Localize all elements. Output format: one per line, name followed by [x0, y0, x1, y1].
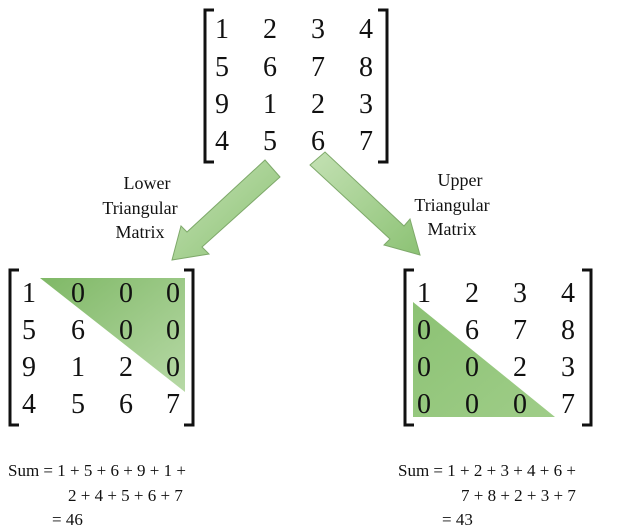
original-matrix-cell: 5: [263, 126, 277, 157]
upper-matrix-brackets: [403, 268, 593, 427]
upper-triangular-matrix: 1 2 3 4 0 6 7 8 0 0 2 3 0 0 0 7: [417, 278, 575, 420]
lower-arrow: [171, 159, 281, 261]
upper-label-line-3: Matrix: [428, 219, 477, 239]
upper-sum-line-1: Sum = 1 + 2 + 3 + 4 + 6 +: [398, 461, 576, 480]
upper-matrix-cell: 0: [465, 352, 479, 383]
upper-matrix-cell: 1: [417, 278, 431, 309]
upper-matrix-cell: 2: [513, 352, 527, 383]
lower-sum: Sum = 1 + 5 + 6 + 9 + 1 + 2 + 4 + 5 + 6 …: [8, 461, 186, 529]
lower-matrix-cell: 0: [119, 315, 133, 346]
lower-matrix-cell: 2: [119, 352, 133, 383]
lower-matrix-cell: 0: [119, 278, 133, 309]
lower-label-line-1: Lower: [124, 173, 171, 193]
lower-matrix-cell: 0: [71, 278, 85, 309]
lower-label-line-3: Matrix: [116, 222, 165, 242]
lower-matrix-cell: 9: [22, 352, 36, 383]
original-matrix-cell: 7: [359, 126, 373, 157]
original-matrix: 1 2 3 4 5 6 7 8 9 1 2 3 4 5 6 7: [215, 14, 373, 157]
original-matrix-cell: 2: [311, 89, 325, 120]
upper-matrix-cell: 8: [561, 315, 575, 346]
upper-matrix-cell: 2: [465, 278, 479, 309]
lower-sum-line-2: 2 + 4 + 5 + 6 + 7: [68, 486, 183, 505]
original-matrix-cell: 8: [359, 52, 373, 83]
upper-matrix-cell: 7: [561, 389, 575, 420]
upper-matrix-cell: 0: [465, 389, 479, 420]
original-matrix-cell: 5: [215, 52, 229, 83]
upper-matrix-cell: 0: [417, 389, 431, 420]
upper-matrix-cell: 0: [417, 315, 431, 346]
lower-matrix-cell: 6: [119, 389, 133, 420]
upper-matrix-cell: 3: [513, 278, 527, 309]
original-matrix-cell: 4: [215, 126, 229, 157]
upper-label-line-2: Triangular: [414, 195, 489, 215]
original-matrix-brackets: [203, 8, 389, 164]
upper-matrix-cell: 6: [465, 315, 479, 346]
lower-matrix-brackets: [8, 268, 195, 427]
lower-sum-line-3: = 46: [52, 510, 83, 529]
lower-matrix-cell: 1: [71, 352, 85, 383]
original-matrix-cell: 3: [359, 89, 373, 120]
lower-matrix-cell: 4: [22, 389, 36, 420]
upper-sum: Sum = 1 + 2 + 3 + 4 + 6 + 7 + 8 + 2 + 3 …: [398, 461, 576, 529]
original-matrix-cell: 3: [311, 14, 325, 45]
original-matrix-cell: 6: [263, 52, 277, 83]
upper-matrix-cell: 4: [561, 278, 575, 309]
lower-matrix-cell: 0: [166, 352, 180, 383]
upper-triangular-label: Upper Triangular Matrix: [414, 170, 489, 239]
upper-zero-triangle: [413, 302, 555, 417]
original-matrix-cell: 7: [311, 52, 325, 83]
upper-label-line-1: Upper: [438, 170, 483, 190]
lower-matrix-cell: 7: [166, 389, 180, 420]
original-matrix-cell: 4: [359, 14, 373, 45]
original-matrix-cell: 6: [311, 126, 325, 157]
upper-sum-line-2: 7 + 8 + 2 + 3 + 7: [461, 486, 576, 505]
original-matrix-cell: 1: [263, 89, 277, 120]
lower-triangular-matrix: 1 0 0 0 5 6 0 0 9 1 2 0 4 5 6 7: [22, 278, 180, 420]
upper-sum-line-3: = 43: [442, 510, 473, 529]
lower-matrix-cell: 5: [71, 389, 85, 420]
lower-matrix-cell: 6: [71, 315, 85, 346]
lower-label-line-2: Triangular: [102, 198, 177, 218]
upper-matrix-cell: 7: [513, 315, 527, 346]
original-matrix-cell: 1: [215, 14, 229, 45]
lower-matrix-cell: 0: [166, 315, 180, 346]
lower-matrix-cell: 5: [22, 315, 36, 346]
upper-matrix-cell: 0: [417, 352, 431, 383]
upper-matrix-cell: 3: [561, 352, 575, 383]
upper-arrow: [309, 151, 421, 256]
lower-sum-line-1: Sum = 1 + 5 + 6 + 9 + 1 +: [8, 461, 186, 480]
lower-zero-triangle: [40, 278, 185, 392]
original-matrix-cell: 9: [215, 89, 229, 120]
original-matrix-cell: 2: [263, 14, 277, 45]
lower-matrix-cell: 0: [166, 278, 180, 309]
lower-triangular-label: Lower Triangular Matrix: [102, 173, 177, 242]
upper-matrix-cell: 0: [513, 389, 527, 420]
lower-matrix-cell: 1: [22, 278, 36, 309]
